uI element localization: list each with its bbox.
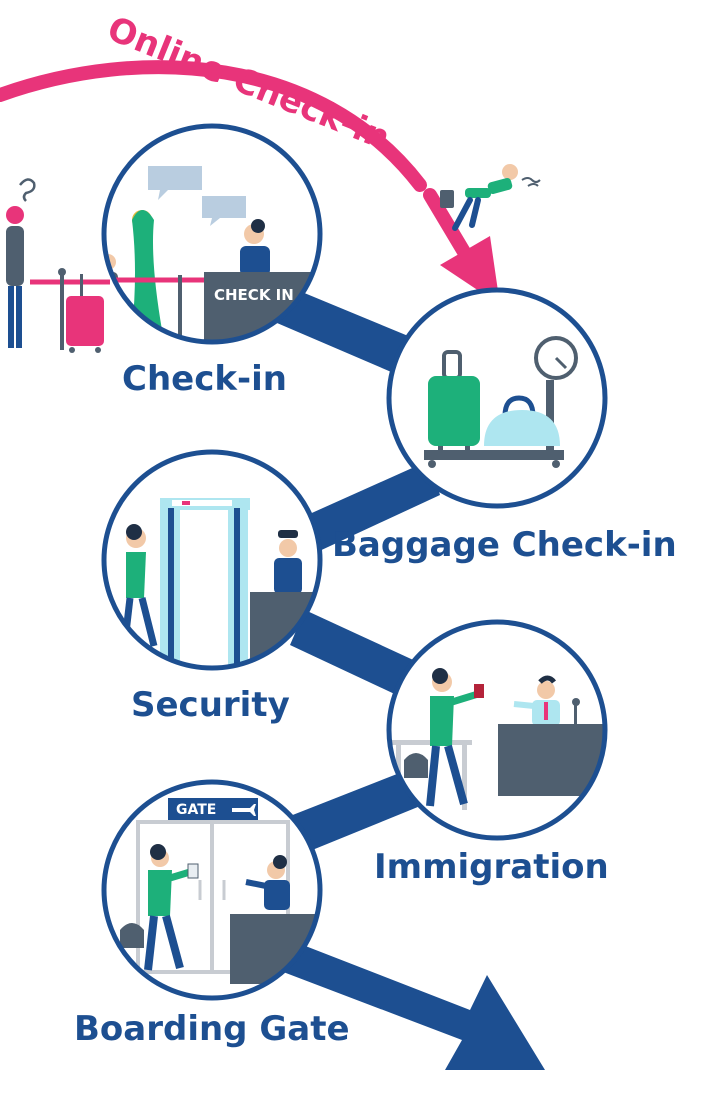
step-label-immigration: Immigration [374, 847, 609, 887]
handbag-icon [120, 923, 144, 948]
immigration-desk [498, 724, 605, 796]
speech-bubble-icon [148, 166, 202, 190]
step-label-baggage: Baggage Check-in [332, 525, 677, 565]
flying-passenger-icon [440, 164, 541, 231]
speech-bubble-icon [202, 196, 246, 218]
step-label-boarding-gate: Boarding Gate [74, 1009, 350, 1049]
step-circle-boarding-gate: GATE [101, 779, 323, 1001]
gate-sign-label: GATE [176, 802, 216, 818]
boarding-pass-icon [187, 863, 199, 879]
route-end-arrow [278, 940, 545, 1070]
blue-bag-icon [484, 410, 560, 446]
green-suitcase-icon [428, 376, 480, 446]
pink-suitcase-icon [66, 274, 104, 353]
checkin-desk-sign: CHECK IN [214, 286, 294, 304]
step-circle-immigration [386, 619, 608, 841]
queue-passenger-icon [6, 178, 36, 348]
step-circle-baggage [386, 287, 608, 509]
gate-sign [168, 798, 258, 820]
handbag-icon [404, 753, 428, 778]
queue-rope-icon [30, 268, 110, 350]
gate-staff-icon [264, 880, 290, 910]
route-path [270, 285, 545, 1070]
step-label-checkin: Check-in [122, 359, 287, 399]
security-officer-icon [274, 558, 302, 594]
step-label-security: Security [131, 685, 290, 725]
airplane-icon [232, 804, 256, 816]
passport-icon [474, 684, 484, 698]
step-circle-security [101, 449, 323, 671]
step-circle-checkin: CHECK IN [101, 123, 323, 345]
online-checkin-arrow [0, 60, 500, 305]
baggage-scale [424, 450, 564, 460]
